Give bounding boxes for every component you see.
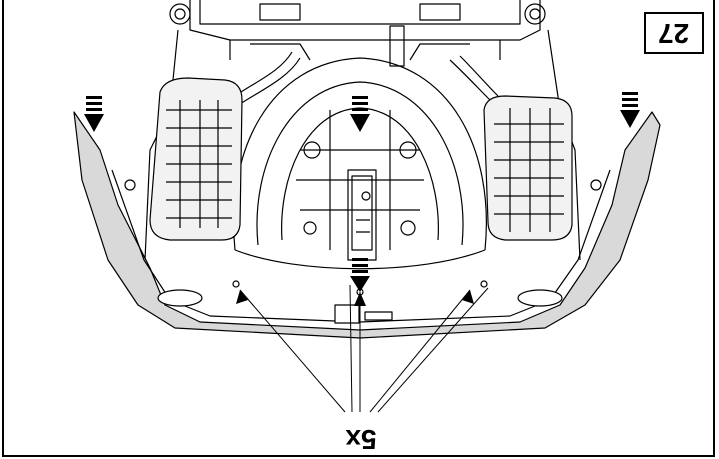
leader-line-arrow-icon [236,290,248,304]
fastener-count-label: 5x [345,424,377,455]
spare-wheel-well [233,57,487,270]
rear-bumper [73,111,661,339]
center-bracket [347,169,377,261]
push-down-arrow-icon [350,96,370,132]
leader-arrowheads [236,290,474,306]
leader-line-arrow-icon [354,292,366,306]
leader-line-arrow-icon [462,290,474,304]
step-number-box: 27 [644,12,704,54]
right-muffler [483,95,573,241]
fastener-leader-lines [239,284,489,413]
push-arrows [84,92,640,292]
left-muffler [149,77,243,241]
step-number: 27 [658,18,690,49]
push-down-arrow-icon [350,258,370,292]
push-down-arrow-icon [620,92,640,128]
push-down-arrow-icon [84,96,104,132]
